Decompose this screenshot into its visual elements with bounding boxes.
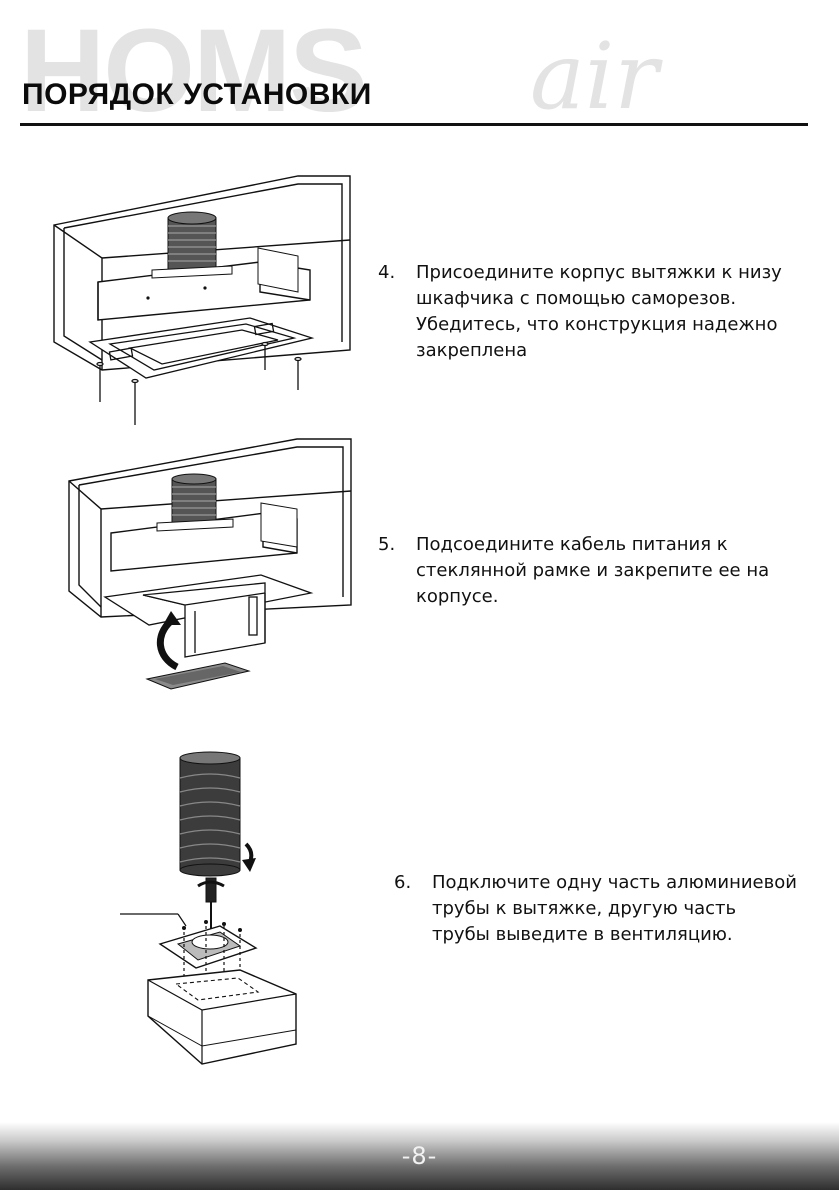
- svg-text:HOMS: HOMS: [20, 8, 366, 118]
- step-6: 6. Подключите одну часть алюминиевой тру…: [394, 870, 799, 948]
- step-text: Подсоедините кабель питания к стеклянной…: [416, 534, 770, 607]
- homsair-watermark-logo: HOMS air: [20, 8, 663, 118]
- footer-band: [0, 1122, 839, 1190]
- step-text: Присоедините корпус вытяжки к низу шкафч…: [416, 262, 782, 361]
- title-underline: [20, 123, 808, 126]
- page-number: -8-: [401, 1142, 438, 1170]
- svg-text:air: air: [530, 23, 663, 118]
- step-text: Подключите одну часть алюминиевой трубы …: [432, 872, 797, 945]
- step-number: 5.: [378, 534, 396, 555]
- figure-hood-mounting: [53, 175, 351, 425]
- figure-power-cable-frame: [68, 438, 352, 690]
- step-5: 5. Подсоедините кабель питания к стеклян…: [378, 532, 798, 610]
- step-number: 6.: [394, 872, 412, 893]
- figure-duct-connection: [120, 751, 297, 1065]
- step-4: 4. Присоедините корпус вытяжки к низу шк…: [378, 260, 798, 364]
- page-title: ПОРЯДОК УСТАНОВКИ: [22, 78, 372, 111]
- step-number: 4.: [378, 262, 396, 283]
